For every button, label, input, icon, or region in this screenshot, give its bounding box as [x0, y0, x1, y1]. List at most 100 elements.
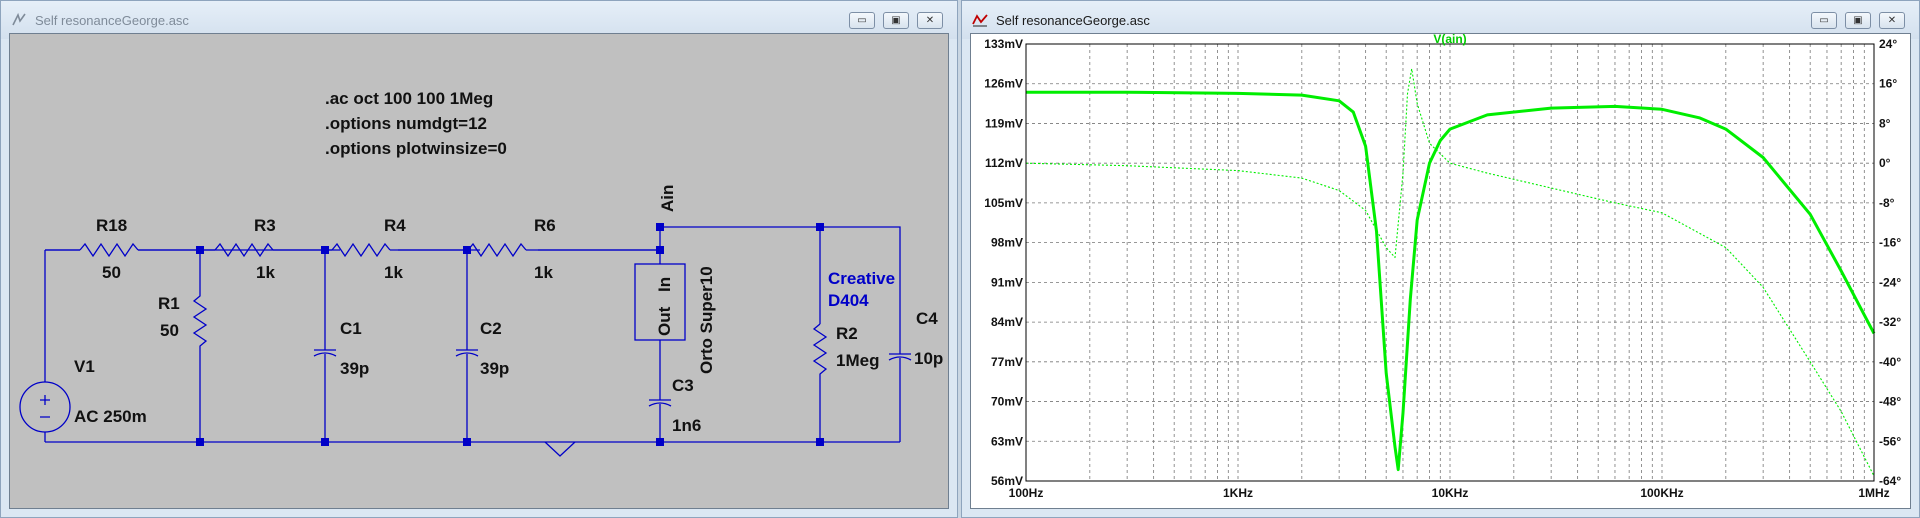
x-tick-label: 10KHz [1432, 486, 1469, 500]
c1-value: 39p [340, 359, 369, 378]
junction-dot [463, 246, 471, 254]
plot-frame [1025, 43, 1875, 482]
c2-name: C2 [480, 319, 502, 338]
schematic-window-title: Self resonanceGeorge.asc [35, 13, 189, 28]
plot-pane[interactable]: 100Hz 1KHz 10KHz 100KHz 1MHz 133mV 126mV 119mV 1… [970, 33, 1911, 509]
r18-value: 50 [102, 263, 121, 282]
c2-value: 39p [480, 359, 509, 378]
r6-name: R6 [534, 216, 556, 235]
junction-dot [656, 438, 664, 446]
r1-name: R1 [158, 294, 180, 313]
y-left-tick-label: 63mV [991, 434, 1023, 448]
spice-directive-ac[interactable]: .ac oct 100 100 1Meg [325, 89, 493, 108]
junction-dot [196, 438, 204, 446]
comment-line-2: D404 [828, 291, 869, 310]
r6-value: 1k [534, 263, 553, 282]
c4-value: 10p [914, 349, 943, 368]
x-tick-label: 1MHz [1858, 486, 1889, 500]
orto-block-name: Orto Super10 [697, 266, 716, 374]
schematic-drawing: .ac oct 100 100 1Meg .options numdgt=12 … [19, 89, 943, 457]
y-right-tick-label: -16° [1879, 236, 1901, 250]
capacitor-c1 [313, 250, 337, 442]
y-right-tick-label: -48° [1879, 395, 1901, 409]
y-left-tick-label: 77mV [991, 355, 1023, 369]
c4-name: C4 [916, 309, 938, 328]
orto-pin-in: In [655, 277, 674, 292]
resistor-r3 [214, 242, 274, 258]
v1-name: V1 [74, 357, 95, 376]
junction-dot [656, 223, 664, 231]
y-left-tick-label: 105mV [984, 196, 1023, 210]
capacitor-c4 [888, 353, 912, 442]
r2-name: R2 [836, 324, 858, 343]
restore-button[interactable]: ▣ [883, 12, 909, 29]
r3-name: R3 [254, 216, 276, 235]
y-left-tick-label: 126mV [984, 77, 1023, 91]
y-left-tick-label: 91mV [991, 275, 1023, 289]
close-button[interactable]: ✕ [917, 12, 943, 29]
restore-button[interactable]: ▣ [1845, 12, 1871, 29]
net-label-ain: Ain [658, 185, 677, 212]
wire [659, 226, 901, 354]
plot-traces [1025, 68, 1876, 477]
c3-value: 1n6 [672, 416, 701, 435]
ltspice-app-icon [12, 12, 26, 26]
x-tick-label: 1KHz [1223, 486, 1253, 500]
y-right-tick-label: -56° [1879, 434, 1901, 448]
minimize-button[interactable]: ▭ [1811, 12, 1837, 29]
y-left-tick-label: 98mV [991, 236, 1023, 250]
y-right-tick-label: -40° [1879, 355, 1901, 369]
y-right-tick-label: -32° [1879, 315, 1901, 329]
waveform-titlebar[interactable]: Self resonanceGeorge.asc ▭ ▣ ✕ [962, 1, 1919, 39]
junction-dot [463, 438, 471, 446]
resistor-r4 [331, 242, 391, 258]
y-right-tick-label: 0° [1879, 156, 1891, 170]
voltage-source-symbol [19, 381, 71, 433]
r4-value: 1k [384, 263, 403, 282]
y-right-tick-label: 8° [1879, 116, 1891, 130]
junction-dot [321, 246, 329, 254]
comment-line-1: Creative [828, 269, 895, 288]
c3-name: C3 [672, 376, 694, 395]
waveform-window-title: Self resonanceGeorge.asc [996, 13, 1150, 28]
r1-value: 50 [160, 321, 179, 340]
spice-directive-numdgt[interactable]: .options numdgt=12 [325, 114, 487, 133]
capacitor-c3 [648, 399, 672, 442]
resistor-r1 [192, 250, 208, 442]
r2-value: 1Meg [836, 351, 879, 370]
r4-name: R4 [384, 216, 406, 235]
bode-plot[interactable]: 100Hz 1KHz 10KHz 100KHz 1MHz 133mV 126mV 119mV 1… [971, 34, 1912, 510]
junction-dot [321, 438, 329, 446]
trace-label[interactable]: V(ain) [1433, 34, 1466, 46]
close-button[interactable]: ✕ [1879, 12, 1905, 29]
y-left-tick-label: 119mV [985, 116, 1023, 130]
junction-dot [656, 246, 664, 254]
schematic-canvas[interactable]: .ac oct 100 100 1Meg .options numdgt=12 … [9, 33, 949, 509]
minimize-button[interactable]: ▭ [849, 12, 875, 29]
y-right-tick-label: 16° [1879, 77, 1897, 91]
magnitude-trace [1026, 90, 1876, 472]
plot-grid [1025, 43, 1874, 482]
resistor-r18 [79, 242, 139, 258]
x-tick-label: 100Hz [1009, 486, 1044, 500]
schematic-window: Self resonanceGeorge.asc ▭ ▣ ✕ [0, 0, 958, 518]
y-left-tick-label: 112mV [985, 156, 1023, 170]
resistor-r2 [812, 323, 828, 442]
schematic-titlebar[interactable]: Self resonanceGeorge.asc ▭ ▣ ✕ [1, 1, 957, 39]
r18-name: R18 [96, 216, 127, 235]
ground-symbol [544, 441, 576, 457]
resistor-r6 [467, 242, 527, 258]
junction-dot [196, 246, 204, 254]
x-tick-label: 100KHz [1640, 486, 1683, 500]
r3-value: 1k [256, 263, 275, 282]
v1-value: AC 250m [74, 407, 147, 426]
axis-labels: 100Hz 1KHz 10KHz 100KHz 1MHz 133mV 126mV 119mV 1… [984, 37, 1901, 500]
phase-trace [1025, 68, 1875, 477]
orto-pin-out: Out [655, 306, 674, 336]
junction-dot [816, 438, 824, 446]
y-right-tick-label: 24° [1879, 37, 1897, 51]
y-left-tick-label: 56mV [991, 474, 1023, 488]
y-right-tick-label: -8° [1879, 196, 1895, 210]
spice-directive-plotwinsize[interactable]: .options plotwinsize=0 [325, 139, 507, 158]
y-left-tick-label: 133mV [984, 37, 1023, 51]
